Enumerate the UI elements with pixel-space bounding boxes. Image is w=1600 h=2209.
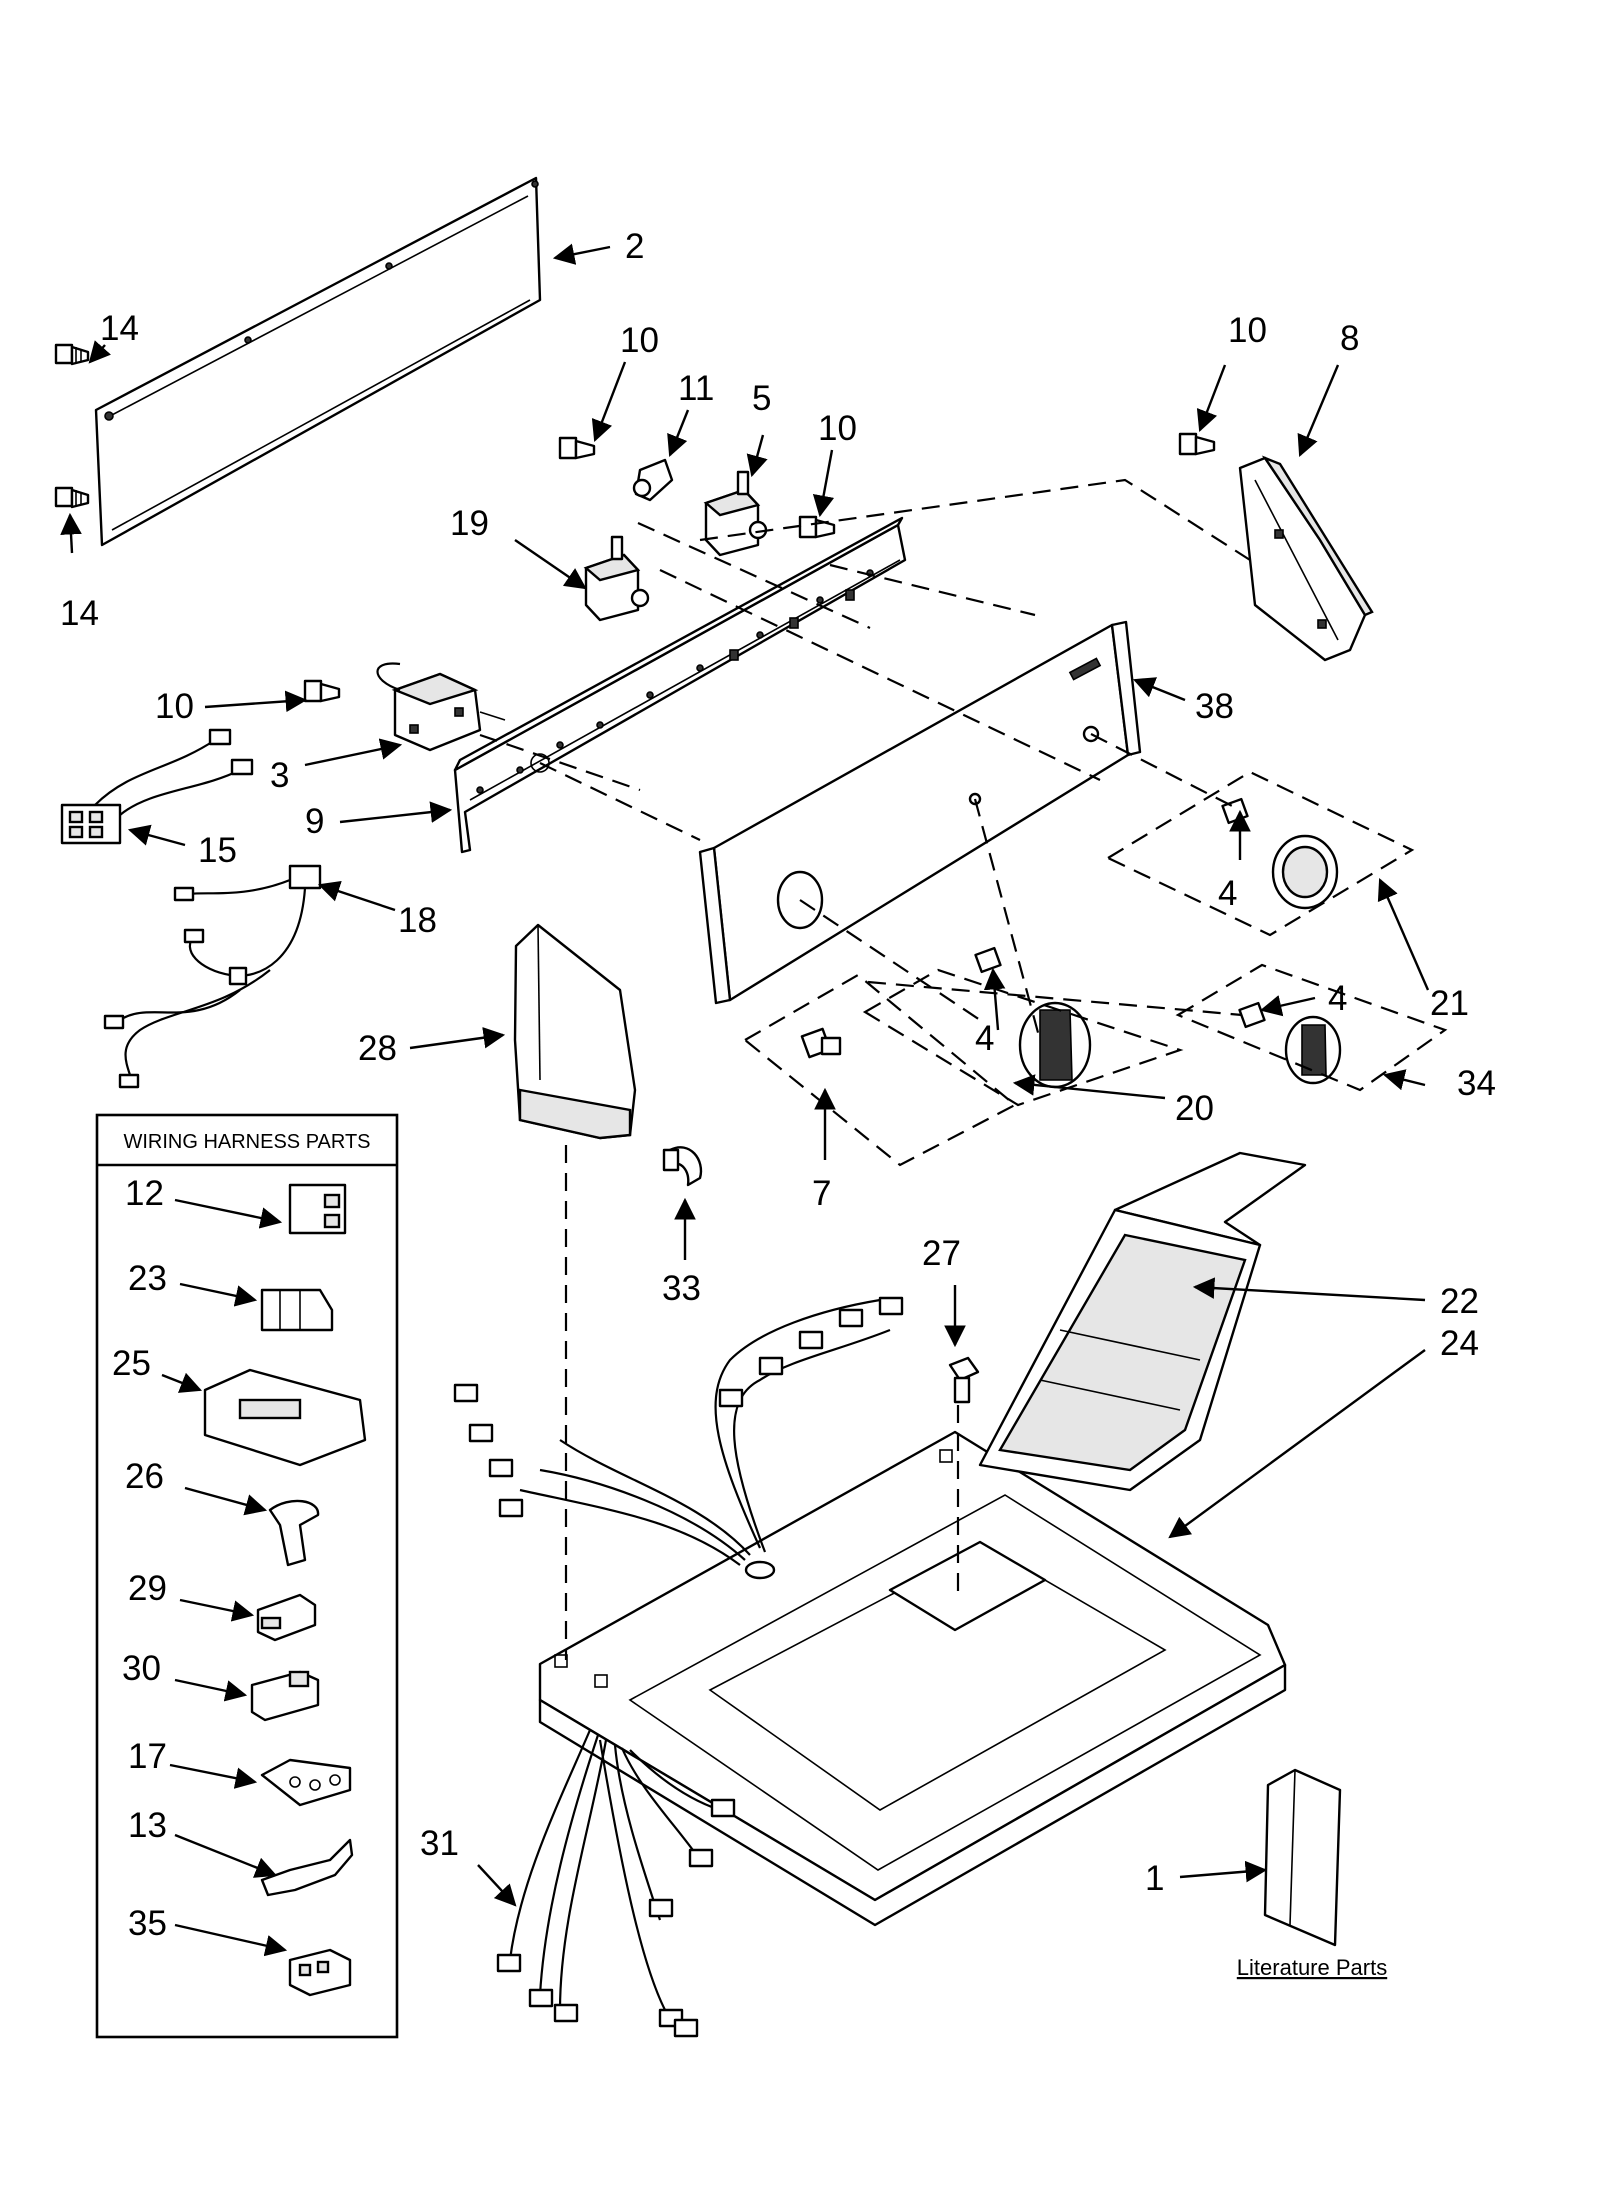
wiring-harness-box: WIRING HARNESS PARTS [95, 1113, 399, 2039]
knob-part-20-group [974, 946, 1092, 1089]
callout-14-top: 14 [100, 309, 139, 348]
callout-26: 26 [125, 1457, 164, 1496]
leader-arrows [60, 243, 1430, 1907]
callout-2: 2 [625, 227, 644, 266]
literature-parts-label: Literature Parts [1237, 1955, 1387, 1980]
callout-24: 24 [1440, 1324, 1479, 1363]
callout-1: 1 [1145, 1859, 1164, 1898]
callout-10-b: 10 [818, 409, 857, 448]
callout-25: 25 [112, 1344, 151, 1383]
callout-8: 8 [1340, 319, 1359, 358]
control-bracket-part-9 [453, 516, 907, 854]
rear-panel-part-2 [94, 176, 542, 547]
timer-part-3 [376, 662, 506, 752]
callout-9: 9 [305, 802, 324, 841]
callout-7: 7 [812, 1174, 831, 1213]
callout-14-bottom: 14 [60, 594, 99, 633]
callout-31: 31 [420, 1824, 459, 1863]
end-cap-part-28 [513, 923, 637, 1140]
callout-4-a: 4 [1218, 874, 1237, 913]
callout-4-c: 4 [975, 1019, 994, 1058]
harness-part-15 [60, 728, 254, 845]
callout-38: 38 [1195, 687, 1234, 726]
wiring-box-title: WIRING HARNESS PARTS [123, 1131, 370, 1153]
callout-5: 5 [752, 379, 771, 418]
callout-17: 17 [128, 1737, 167, 1776]
switch-part-5 [703, 470, 768, 557]
literature-part-1 [1263, 1768, 1342, 1947]
callout-10-c: 10 [1228, 311, 1267, 350]
callout-15: 15 [198, 831, 237, 870]
callout-4-b: 4 [1328, 979, 1347, 1018]
control-console-part-38 [698, 620, 1142, 1005]
end-cap-part-8 [1238, 455, 1374, 662]
callout-numbers: 2 14 14 10 11 5 10 19 10 8 10 3 9 15 18 … [60, 227, 1496, 1943]
callout-19: 19 [450, 504, 489, 543]
dashed-guide-lines [479, 478, 1448, 1660]
callout-3: 3 [270, 756, 289, 795]
callout-27: 27 [922, 1234, 961, 1273]
screw-part-7 [800, 1027, 842, 1059]
callout-12: 12 [125, 1174, 164, 1213]
callout-11: 11 [678, 369, 714, 408]
callout-28: 28 [358, 1029, 397, 1068]
callout-10-a: 10 [620, 321, 659, 360]
callout-35: 35 [128, 1904, 167, 1943]
top-panel-part-24 [538, 1430, 1287, 1927]
callout-23: 23 [128, 1259, 167, 1298]
screw-part-10-c [1178, 432, 1216, 456]
screw-part-27 [948, 1356, 980, 1404]
main-harness-part-31 [453, 1296, 904, 2038]
clip-part-11 [632, 458, 674, 502]
screw-part-10-b [798, 515, 836, 539]
screw-part-14-bottom [54, 486, 90, 509]
screw-part-14-top [54, 343, 90, 366]
lint-screen-part-22 [978, 1151, 1307, 1492]
clip-part-33 [662, 1146, 703, 1187]
callout-13: 13 [128, 1806, 167, 1845]
knob-part-34-group [1238, 1001, 1342, 1085]
screw-part-10-d [303, 679, 341, 703]
callout-34: 34 [1457, 1064, 1496, 1103]
callout-21: 21 [1430, 984, 1469, 1023]
callout-18: 18 [398, 901, 437, 940]
callout-22: 22 [1440, 1282, 1479, 1321]
callout-30: 30 [122, 1649, 161, 1688]
switch-part-19 [583, 535, 650, 622]
callout-29: 29 [128, 1569, 167, 1608]
callout-10-d: 10 [155, 687, 194, 726]
callout-33: 33 [662, 1269, 701, 1308]
screw-part-10-a [558, 436, 596, 460]
callout-20: 20 [1175, 1089, 1214, 1128]
harness-part-18 [103, 864, 322, 1089]
